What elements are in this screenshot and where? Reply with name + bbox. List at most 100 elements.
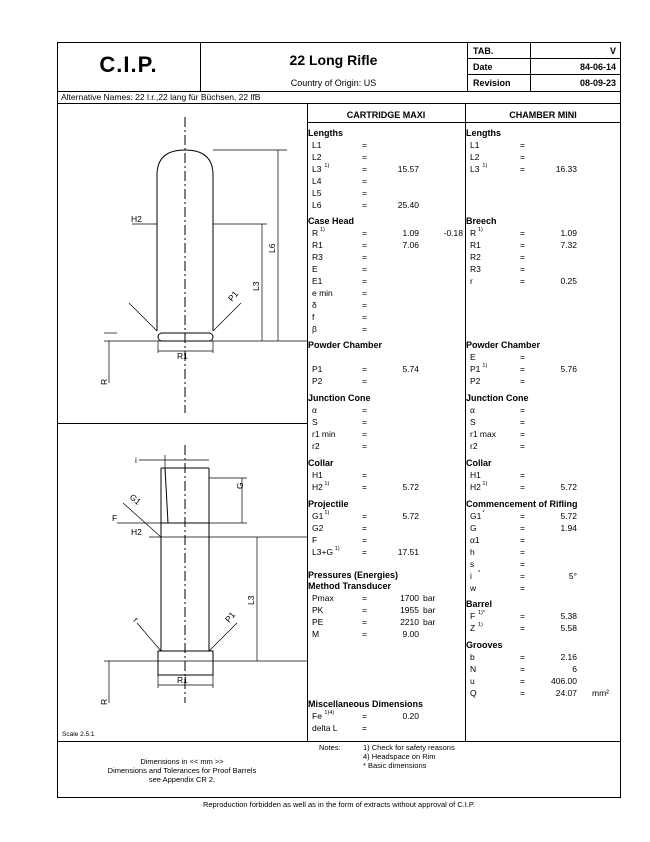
dimension-label: R (470, 228, 477, 238)
dimension-unit: bar (423, 605, 436, 615)
equals-sign: = (362, 723, 367, 733)
section-subtitle: Method Transducer (308, 581, 392, 591)
notes-label: Notes: (319, 743, 341, 752)
label-h2-lower: H2 (131, 527, 142, 537)
section-title: Pressures (Energies) (308, 570, 399, 580)
dimension-label: R2 (470, 252, 481, 262)
dimension-label: b (470, 652, 475, 662)
dimension-unit: mm² (592, 688, 609, 698)
dimension-value: 5.72 (402, 482, 419, 492)
equals-sign: = (362, 417, 367, 427)
dimension-label: S (470, 417, 476, 427)
equals-sign: = (362, 364, 367, 374)
dimension-row: H1 = (308, 469, 464, 481)
equals-sign: = (362, 312, 367, 322)
equals-sign: = (362, 252, 367, 262)
equals-sign: = (362, 547, 367, 557)
document-frame (57, 42, 621, 798)
equals-sign: = (362, 376, 367, 386)
dimension-value: 7.06 (402, 240, 419, 250)
note-2: 4) Headspace on Rim (363, 752, 436, 761)
footnote-ref: 1)4) (324, 710, 335, 716)
dimension-row: α= (466, 404, 620, 416)
footnote-ref: * (478, 570, 481, 576)
equals-sign: = (362, 405, 367, 415)
dimension-row: P2= (466, 375, 620, 387)
dimension-row: i*=5° (466, 570, 620, 582)
footer-divider (57, 741, 621, 742)
equals-sign: = (520, 228, 525, 238)
dimension-label: Q (470, 688, 477, 698)
dimension-row: β= (308, 323, 464, 335)
equals-sign: = (362, 200, 367, 210)
tab-row-divider-1 (467, 58, 621, 59)
dimension-value: 2.16 (560, 652, 577, 662)
date-label: Date (473, 62, 493, 72)
equals-sign: = (520, 441, 525, 451)
dimension-row: r1 max= (466, 428, 620, 440)
dimension-row: S= (466, 416, 620, 428)
dimension-label: β (312, 324, 317, 334)
footnote-ref: 1) (482, 363, 488, 369)
dimension-label: P2 (312, 376, 323, 386)
dimension-row: r2= (308, 440, 464, 452)
alternative-names: Alternative Names: 22 l.r.,22 lang für B… (61, 92, 261, 102)
footnote-ref: 1) (320, 227, 325, 233)
dimension-row: R3= (466, 263, 620, 275)
dimension-label: H1 (312, 470, 323, 480)
dimension-value: 5.76 (560, 364, 577, 374)
dimension-value: 1.94 (560, 523, 577, 533)
equals-sign: = (520, 152, 525, 162)
section-title: Lengths (308, 128, 343, 138)
equals-sign: = (520, 417, 525, 427)
dimension-value: 5.72 (560, 511, 577, 521)
equals-sign: = (520, 583, 525, 593)
chamber-breech (157, 650, 214, 676)
dimension-label: r2 (312, 441, 320, 451)
dimensions-line-1: Dimensions in << mm >> (140, 757, 224, 766)
dimension-label: i (470, 571, 472, 581)
dimension-label: delta L (312, 723, 338, 733)
section-title: Collar (466, 458, 492, 468)
equals-sign: = (362, 470, 367, 480)
label-r: R (99, 379, 109, 385)
dimension-label: R (312, 228, 319, 238)
equals-sign: = (520, 547, 525, 557)
equals-sign: = (520, 364, 525, 374)
equals-sign: = (520, 352, 525, 362)
dimension-row: G=1.94 (466, 522, 620, 534)
equals-sign: = (520, 264, 525, 274)
label-g1: G1 (128, 492, 143, 507)
dimension-value: 2210 (400, 617, 419, 627)
dimension-label: P1 (470, 364, 481, 374)
footnote-ref: * (482, 510, 485, 516)
dimension-label: L3+G (312, 547, 334, 557)
dimension-row: δ= (308, 299, 464, 311)
equals-sign: = (520, 664, 525, 674)
dimensions-line-3: see Appendix CR 2. (148, 775, 216, 784)
dimension-label: L2 (470, 152, 480, 162)
equals-sign: = (362, 140, 367, 150)
dimension-label: H1 (470, 470, 481, 480)
footnote-ref: 1) (324, 481, 330, 487)
dimension-row: P2 = (308, 375, 464, 387)
dimension-label: G1 (312, 511, 324, 521)
dimension-row: E= (308, 263, 464, 275)
tab-value: V (609, 46, 616, 56)
dimension-row: L5= (308, 187, 464, 199)
altnames-divider (57, 103, 621, 104)
dimensions-line-2: Dimensions and Tolerances for Proof Barr… (107, 766, 257, 775)
section-title: Miscellaneous Dimensions (308, 699, 424, 709)
cartridge-maxi-title: CARTRIDGE MAXI (346, 110, 426, 120)
dimension-row: E= (466, 351, 620, 363)
section-title: Case Head (308, 216, 355, 226)
tab-label: TAB. (473, 46, 494, 56)
dimension-label: r (470, 276, 473, 286)
dimension-label: α (312, 405, 317, 415)
label-r-lower: R (99, 699, 109, 705)
dimension-row: α1= (466, 534, 620, 546)
